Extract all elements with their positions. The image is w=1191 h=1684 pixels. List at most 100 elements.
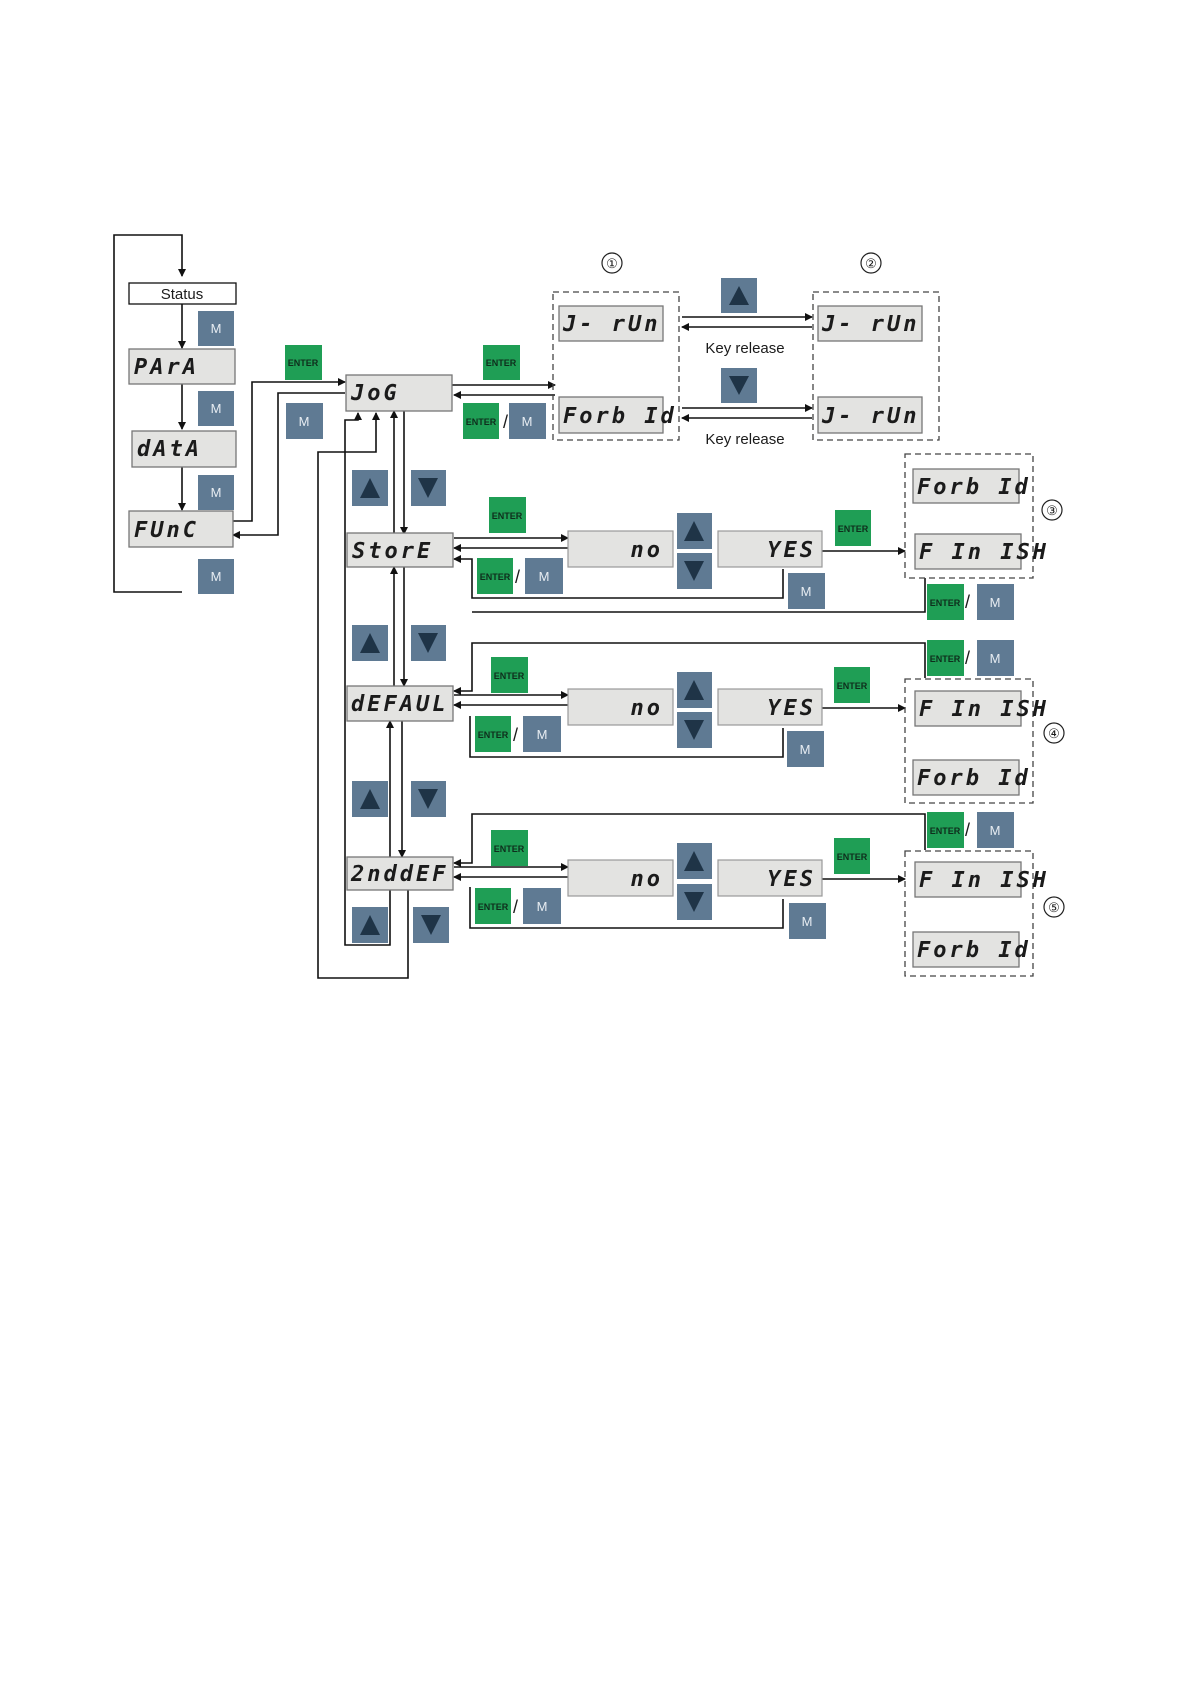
enter-button-label: ENTER [930, 654, 961, 664]
down-triangle-icon [418, 789, 438, 809]
down-triangle-icon [684, 720, 704, 740]
lcd-jog-forbid-text: Forb Id [563, 404, 677, 429]
lcd-func-text: FUnC [134, 518, 199, 543]
lcd-second-default-no: no [567, 859, 674, 897]
lcd-store-forbid: Forb Id [912, 468, 1028, 504]
slash-default: / [513, 725, 518, 745]
marker-label: ② [865, 256, 877, 271]
down-button-default-select[interactable] [677, 712, 712, 748]
lcd-jog-run-3: J- rUn [817, 396, 923, 434]
m-button-store-cancel[interactable]: M [525, 558, 563, 594]
m-button-label: M [990, 651, 1001, 666]
lcd-second-default-yes-text: YES [767, 867, 816, 892]
up-button-default-select[interactable] [677, 672, 712, 708]
circled-marker-5: ⑤ [1043, 896, 1065, 918]
up-button-second-default[interactable] [352, 781, 388, 817]
down-triangle-icon [684, 892, 704, 912]
lcd-default-yes: YES [717, 688, 823, 726]
key-release-label-1: Key release [705, 340, 784, 357]
store-result-box [904, 453, 1034, 579]
down-button-store[interactable] [411, 470, 446, 506]
slash-second-default-result: / [965, 820, 970, 840]
marker-label: ① [606, 256, 618, 271]
jog-box-1 [552, 291, 680, 441]
m-button-second-default-cancel[interactable]: M [523, 888, 561, 924]
lcd-second-default-text: 2nddEF [350, 862, 448, 887]
circled-marker-1: ① [601, 252, 623, 274]
enter-button-jog-exit[interactable]: ENTER [463, 403, 499, 439]
up-button-store-select[interactable] [677, 513, 712, 549]
enter-button-label: ENTER [486, 358, 517, 368]
down-button-second-default-select[interactable] [677, 884, 712, 920]
lcd-jog-run-1-text: J- rUn [562, 312, 660, 337]
lcd-default-forbid: Forb Id [912, 759, 1028, 796]
enter-button-jog[interactable]: ENTER [483, 345, 520, 380]
status-label: Status [161, 286, 204, 303]
m-button-2[interactable]: M [198, 391, 234, 426]
m-button-second-default-yes[interactable]: M [789, 903, 826, 939]
m-button-default-result[interactable]: M [977, 640, 1014, 676]
lcd-store-no-text: no [631, 538, 664, 563]
m-button-default-yes[interactable]: M [787, 731, 824, 767]
enter-button-label: ENTER [492, 511, 523, 521]
lcd-jog-run-1: J- rUn [558, 305, 664, 342]
enter-button-second-default-yes[interactable]: ENTER [834, 838, 870, 874]
lcd-jog-run-3-text: J- rUn [821, 404, 919, 429]
m-button-1[interactable]: M [198, 311, 234, 346]
enter-button-second-default-cancel[interactable]: ENTER [475, 888, 511, 924]
m-button-label: M [211, 401, 222, 416]
m-button-4[interactable]: M [198, 559, 234, 594]
m-button-second-default-result[interactable]: M [977, 812, 1014, 848]
enter-button-default-result[interactable]: ENTER [927, 640, 964, 676]
lcd-second-default-forbid: Forb Id [912, 931, 1028, 968]
lcd-jog-text: JoG [350, 381, 400, 406]
up-button-default[interactable] [352, 625, 388, 661]
up-button-loop[interactable] [352, 907, 388, 943]
m-button-store-result[interactable]: M [977, 584, 1014, 620]
lcd-para-text: PArA [134, 355, 199, 380]
up-button-second-default-select[interactable] [677, 843, 712, 879]
enter-button-default[interactable]: ENTER [491, 657, 528, 693]
m-button-jog[interactable]: M [509, 403, 546, 439]
circled-marker-3: ③ [1041, 499, 1063, 521]
down-button-second-default[interactable] [411, 781, 446, 817]
down-button-default[interactable] [411, 625, 446, 661]
key-release-label-2: Key release [705, 431, 784, 448]
enter-button-label: ENTER [838, 524, 869, 534]
m-button-label: M [990, 823, 1001, 838]
down-button-loop[interactable] [413, 907, 449, 943]
slash-second-default: / [513, 897, 518, 917]
status-box: Status [128, 282, 237, 305]
enter-button-default-cancel[interactable]: ENTER [475, 716, 511, 752]
enter-button-second-default-result[interactable]: ENTER [927, 812, 964, 848]
enter-button-store-result[interactable]: ENTER [927, 584, 964, 620]
up-button-jog-1[interactable] [721, 278, 757, 313]
enter-button-label: ENTER [930, 598, 961, 608]
m-button-label: M [211, 569, 222, 584]
down-triangle-icon [418, 633, 438, 653]
up-triangle-icon [360, 478, 380, 498]
lcd-second-default: 2nddEF [346, 856, 454, 891]
lcd-second-default-finish-text: F In ISH [919, 868, 1049, 893]
circled-number-icon [860, 252, 882, 274]
m-button-label: M [211, 485, 222, 500]
enter-button-func[interactable]: ENTER [285, 345, 322, 380]
down-button-store-select[interactable] [677, 553, 712, 589]
m-button-label: M [539, 569, 550, 584]
enter-button-second-default[interactable]: ENTER [491, 830, 528, 866]
up-button-store[interactable] [352, 470, 388, 506]
circled-number-icon [1043, 896, 1065, 918]
jog-box-2 [812, 291, 940, 441]
enter-button-store-yes[interactable]: ENTER [835, 510, 871, 546]
down-triangle-icon [421, 915, 441, 935]
enter-button-default-yes[interactable]: ENTER [834, 667, 870, 703]
enter-button-store[interactable]: ENTER [489, 497, 526, 533]
down-button-jog-2[interactable] [721, 368, 757, 403]
m-button-store-yes[interactable]: M [788, 573, 825, 609]
m-button-func-back[interactable]: M [286, 403, 323, 439]
m-button-default-cancel[interactable]: M [523, 716, 561, 752]
m-button-3[interactable]: M [198, 475, 234, 510]
lcd-default-yes-text: YES [767, 696, 816, 721]
lcd-jog-forbid: Forb Id [558, 396, 677, 434]
enter-button-store-cancel[interactable]: ENTER [477, 558, 513, 594]
